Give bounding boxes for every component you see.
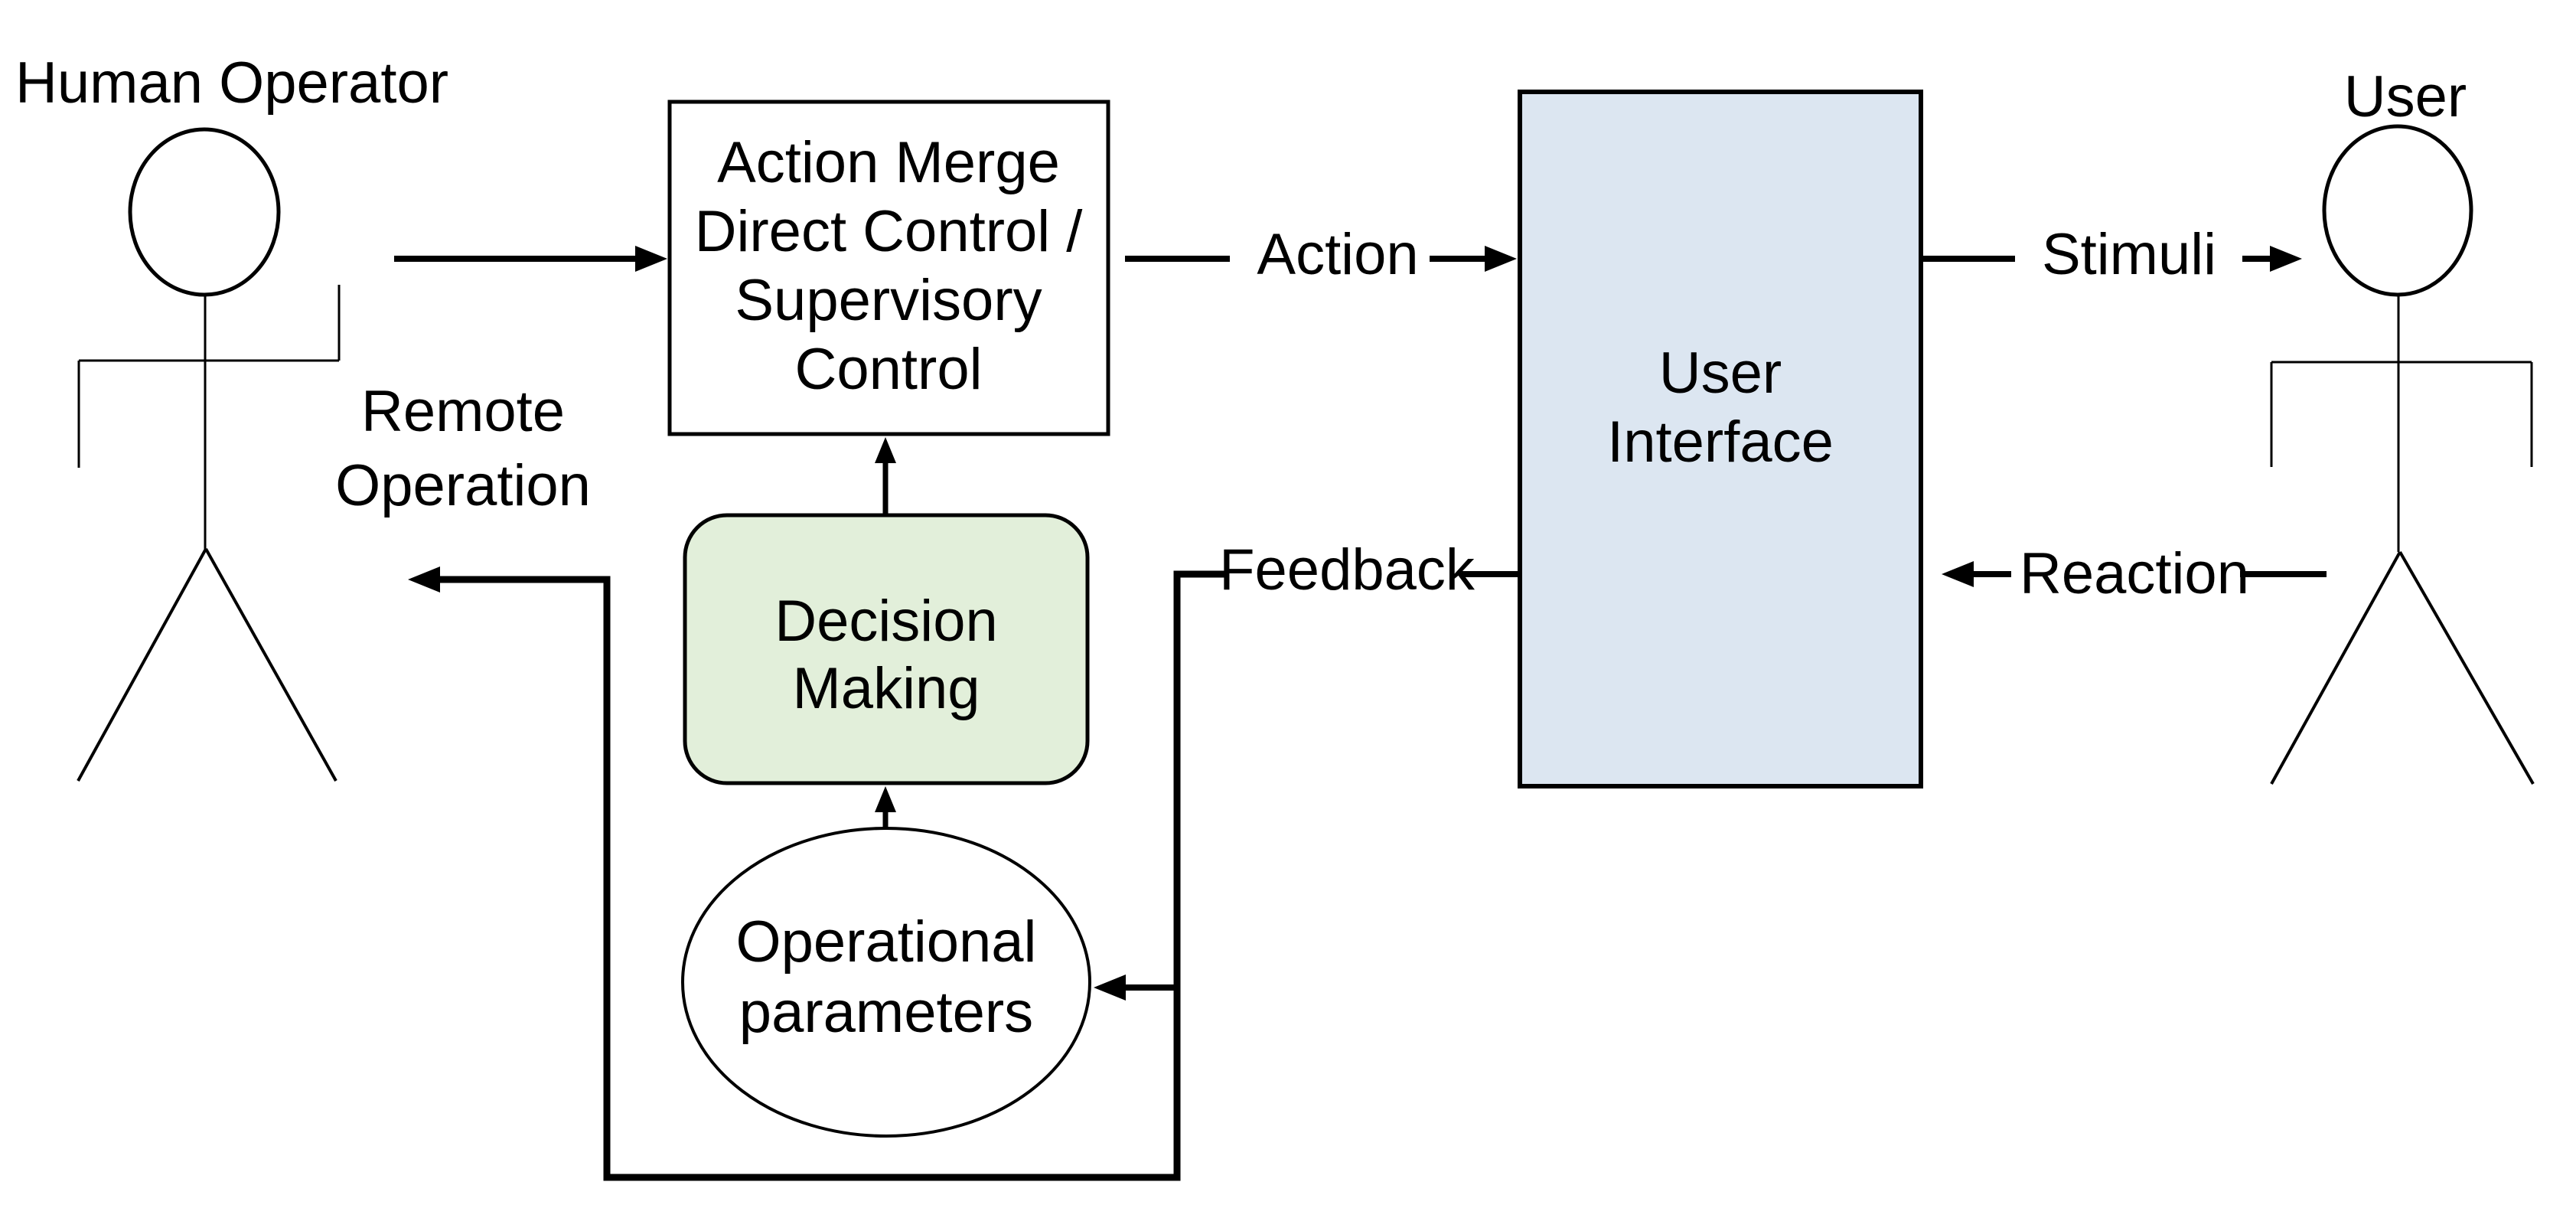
operational-parameters-text-line2: parameters: [739, 980, 1033, 1045]
action-edge-label: Action: [1257, 222, 1418, 287]
feedback-edge-label: Feedback: [1219, 537, 1475, 602]
human-operator-left-leg: [77, 548, 207, 782]
stimuli-edge-label: Stimuli: [2042, 222, 2216, 287]
action-merge-node: Action Merge Direct Control / Supervisor…: [667, 100, 1110, 436]
action-merge-text-line1: Action Merge: [717, 130, 1060, 195]
user-interface-node: User Interface: [1518, 90, 1923, 788]
user-left-leg: [2270, 551, 2402, 785]
user-right-leg: [2398, 551, 2535, 785]
remote-operation-label-line2: Operation: [335, 453, 591, 518]
user-interface-text-line1: User: [1659, 341, 1782, 406]
action-merge-box: [667, 100, 1110, 436]
decision-making-text-line2: Making: [793, 656, 980, 721]
action-merge-text-line4: Control: [795, 337, 983, 402]
user-head: [2322, 124, 2473, 297]
human-operator-figure: Human Operator: [15, 51, 448, 782]
decision-making-text-line1: Decision: [774, 589, 997, 654]
user-interface-text-line2: Interface: [1607, 410, 1834, 475]
feedback-loop-to-operator: [408, 566, 1224, 1181]
human-operator-head: [128, 127, 281, 297]
operational-parameters-node: Operational parameters: [681, 827, 1091, 1138]
remote-operation-label-line1: Remote: [361, 379, 565, 444]
action-merge-text-line2: Direct Control /: [695, 199, 1084, 264]
operational-parameters-text-line1: Operational: [736, 909, 1037, 975]
human-operator-label: Human Operator: [15, 51, 448, 116]
action-merge-text-line3: Supervisory: [735, 268, 1042, 333]
user-label: User: [2344, 64, 2467, 129]
connectors: Action Stimuli Reaction Feedback Remote …: [335, 222, 2327, 1181]
human-operator-right-leg: [204, 548, 337, 782]
user-interface-box: [1518, 90, 1923, 788]
decision-making-node: Decision Making: [683, 513, 1090, 785]
user-figure: User: [2270, 64, 2535, 785]
reaction-edge-label: Reaction: [2020, 541, 2249, 606]
